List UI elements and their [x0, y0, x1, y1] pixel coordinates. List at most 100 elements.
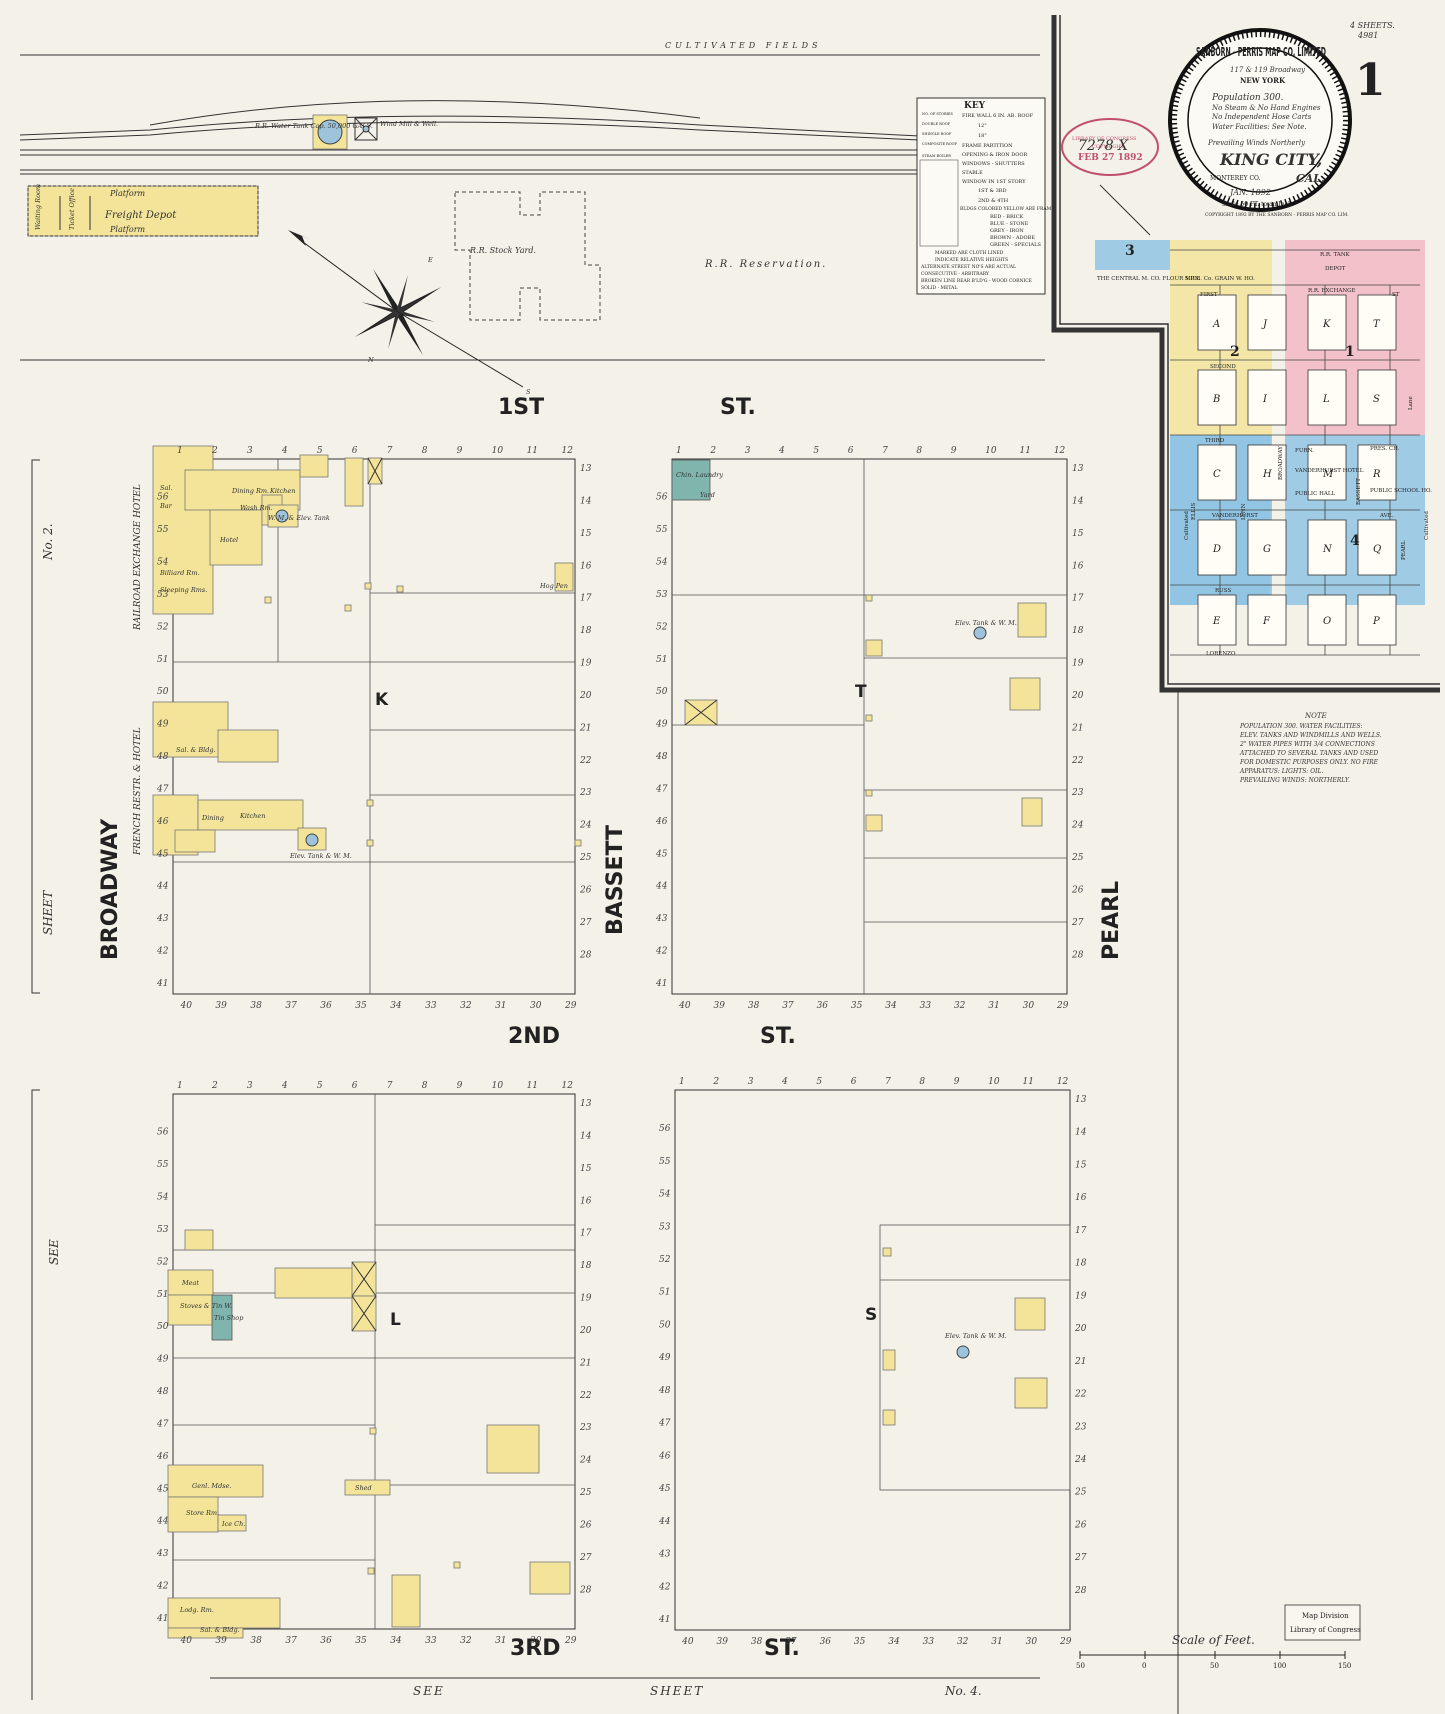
k-dining: Dining Rm. [231, 487, 269, 495]
l-store-bldg [274, 1267, 356, 1299]
index-block-n [1307, 519, 1347, 576]
windmill-well-icon [362, 125, 370, 133]
lot-number: 52 [659, 1255, 671, 1265]
lot-number: 7 [882, 446, 888, 456]
k-bar: Bar [159, 502, 173, 510]
t-small-shed [865, 789, 873, 797]
lot-number: 38 [250, 1636, 262, 1646]
lot-number: 20 [579, 691, 592, 701]
index-st-lynn: LYNN [1241, 503, 1247, 520]
lot-number: 35 [851, 1001, 863, 1011]
lot-number: 9 [457, 446, 463, 456]
lot-number: 2 [211, 446, 218, 456]
k-elev-tank: W. M. & Elev. Tank [268, 514, 330, 522]
lot-number: 2 [709, 446, 716, 456]
k-kitchen2: Kitchen [239, 812, 265, 820]
lot-number: 53 [656, 590, 668, 600]
index-block-s [1357, 369, 1397, 426]
lot-number: 32 [957, 1637, 969, 1647]
block-s-letter: S [865, 1305, 877, 1325]
block-k-letter: K [375, 690, 389, 710]
block-s-outline [674, 1089, 1071, 1631]
note-line-7: PREVAILING WINDS: NORTHERLY. [1239, 777, 1350, 784]
lot-number: 30 [1026, 1637, 1038, 1647]
bassett-label: BASSETT [603, 825, 628, 935]
street-labels: 1ST ST. 2ND ST. 3RD ST. BROADWAY BASSETT… [31, 395, 1179, 1714]
lot-number: 46 [658, 1451, 671, 1461]
seal-population: Population 300. [1211, 93, 1284, 103]
scale-tick-1: 0 [1142, 1662, 1146, 1670]
k-dining2: Dining [201, 814, 224, 822]
index-rr-exchange: R.R. EXCHANGE [1308, 288, 1356, 294]
chinese-laundry [671, 459, 711, 501]
key-box [916, 97, 1046, 295]
lot-number: 40 [179, 1001, 192, 1011]
scale-title: Scale of Feet. [1172, 1633, 1255, 1647]
lot-number: 36 [320, 1001, 332, 1011]
railroad-strip: CULTIVATED FIELDS R.R. Water Tank Cap. 5… [19, 41, 1045, 361]
lot-number: 41 [156, 979, 168, 989]
l-ice-ch: Ice Ch. [221, 1520, 245, 1528]
lot-number: 33 [425, 1001, 437, 1011]
key-right-14: GREY - IRON [990, 228, 1024, 234]
lot-number: 33 [425, 1636, 437, 1646]
index-section-label-1: 1 [1345, 344, 1355, 360]
lot-number: 19 [1075, 1291, 1087, 1301]
lot-number: 20 [1071, 691, 1084, 701]
lot-number: 25 [579, 1488, 592, 1498]
scale-tick-2: 50 [1210, 1662, 1219, 1670]
index-vanderhurst-hotel: VANDERHURST HOTEL [1294, 468, 1364, 474]
stamp-line-2: COPYRIGHT [1092, 144, 1125, 150]
l-genl-mdse: Genl. Mdse. [192, 1482, 232, 1490]
index-furn: FURN. [1295, 448, 1314, 454]
see-sheet-2-sheet: SHEET [41, 890, 55, 935]
lot-number: 14 [1072, 496, 1084, 506]
lot-number: 12 [1057, 1077, 1069, 1087]
key-right-12: RED - BRICK [990, 214, 1024, 220]
lot-number: 36 [320, 1636, 332, 1646]
hotel-shed [344, 457, 364, 507]
key-right-16: GREEN - SPECIALS [990, 242, 1041, 248]
k-small-shed [344, 604, 352, 612]
index-section-label-4: 4 [1350, 533, 1360, 549]
scale-bar: Scale of Feet. 50 0 50 100 150 [1076, 1633, 1351, 1670]
key-left-5: STEAM BOILER [922, 154, 951, 158]
index-letter-e: E [1212, 616, 1221, 627]
lot-number: 34 [390, 1636, 402, 1646]
stamp-line-1: LIBRARY OF CONGRESS [1072, 136, 1137, 142]
lot-number: 42 [156, 1582, 169, 1592]
key-right-1: FIRE WALL 6 IN. AB. ROOF [962, 113, 1034, 119]
lot-number: 22 [579, 756, 592, 766]
water-tank-label: R.R. Water Tank Cap. 50,000 GALS. [254, 122, 373, 130]
t-yard: Yard [700, 491, 715, 499]
compass-arrow-line [302, 241, 399, 313]
lot-number: 32 [954, 1001, 966, 1011]
lot-number: 23 [1074, 1422, 1087, 1432]
lot-number: 34 [888, 1637, 900, 1647]
lot-number: 36 [817, 1001, 829, 1011]
compass-s: S [526, 388, 531, 396]
l-general-merchandise [167, 1464, 264, 1498]
lot-number: 45 [655, 849, 668, 859]
rail-track-2 [19, 121, 921, 141]
lot-number: 12 [1054, 446, 1066, 456]
lot-number: 19 [580, 659, 592, 669]
rail-track-1 [19, 115, 921, 137]
lot-number: 27 [1074, 1553, 1087, 1563]
s-shed-3 [882, 1247, 892, 1257]
compass-e: E [427, 256, 433, 264]
k-sleeping: Sleeping Rms. [160, 586, 207, 594]
index-section-label-3: 3 [1125, 243, 1135, 259]
l-shed-x-b [351, 1261, 377, 1297]
key-title: KEY [964, 101, 986, 111]
lot-number: 14 [580, 496, 592, 506]
see-sheet-4-see: SEE [413, 1684, 445, 1698]
lot-number: 42 [658, 1582, 671, 1592]
lot-number: 5 [816, 1077, 822, 1087]
hog-pen [554, 562, 574, 592]
lot-number: 25 [1074, 1488, 1087, 1498]
l-rear-bldg [391, 1574, 421, 1628]
lot-number: 1 [679, 1077, 685, 1087]
lot-number: 15 [580, 1164, 592, 1174]
